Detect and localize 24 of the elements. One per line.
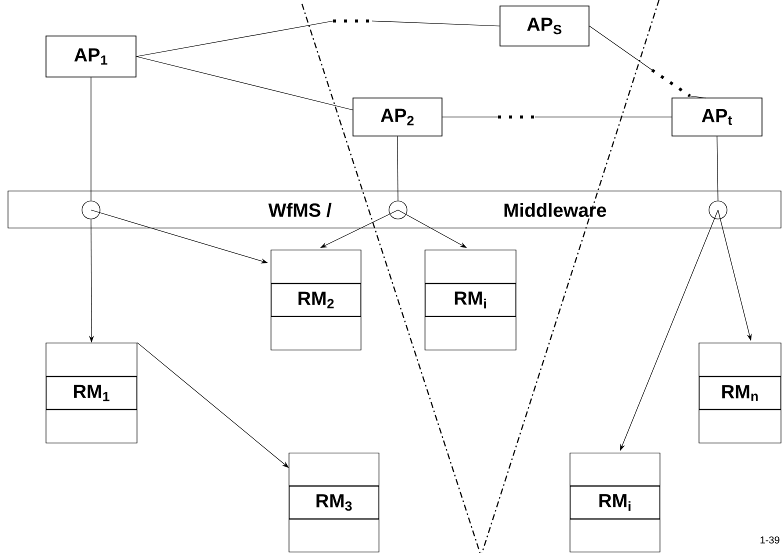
app-box: AP$_{1}$ — [46, 36, 136, 78]
resource-box: RM$_{i}$ — [570, 452, 660, 552]
app-box: AP$_{t}$ — [672, 98, 762, 136]
connector — [136, 20, 500, 57]
middleware-band: WfMS / Middleware — [8, 190, 782, 228]
connector — [397, 136, 398, 201]
app-box: AP$_{2}$ — [352, 98, 442, 136]
connection-circle — [388, 200, 408, 220]
connection-circle — [708, 200, 728, 220]
connector — [136, 56, 354, 110]
connector — [716, 136, 718, 201]
connector — [589, 26, 706, 98]
connection-circle — [82, 200, 100, 220]
resource-box: RM$_{1}$ — [46, 342, 138, 444]
resource-box: RM$_{3}$ — [288, 452, 380, 552]
app-box: AP$_{S}$ — [500, 6, 590, 46]
resource-box: RM$_{n}$ — [698, 342, 782, 444]
connector — [398, 210, 467, 248]
resource-box: RM$_{i}$ — [424, 250, 516, 350]
connector — [442, 116, 672, 118]
connector — [90, 77, 92, 201]
resource-box: RM$_{2}$ — [270, 250, 362, 350]
connector — [137, 342, 289, 468]
page-number: 1-39 — [760, 536, 780, 544]
